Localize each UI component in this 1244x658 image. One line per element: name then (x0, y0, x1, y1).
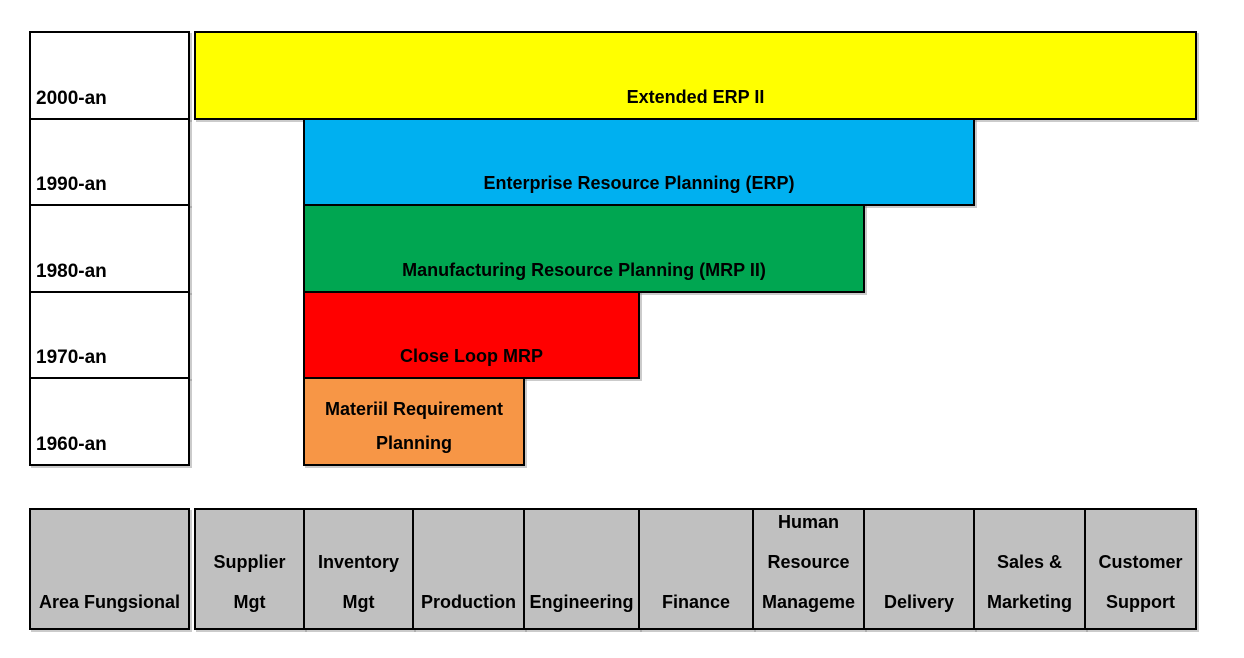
functional-area-header-label: Area Fungsional (38, 592, 181, 612)
decade-cell: 1990-an (29, 117, 190, 207)
decade-label: 1960-an (36, 433, 107, 455)
functional-area-label: Customer (1098, 552, 1183, 572)
functional-area-cell: Sales & Marketing (973, 508, 1086, 630)
functional-area-label: Supplier (213, 552, 286, 572)
decade-cell: 1980-an (29, 204, 190, 293)
decade-label: 1980-an (36, 260, 107, 282)
functional-area-label: Sales & (996, 552, 1063, 572)
functional-area-cell: Engineering (523, 508, 640, 630)
timeline-bar: Manufacturing Resource Planning (MRP II) (303, 204, 865, 293)
functional-area-label: Human (777, 512, 839, 532)
functional-area-label: Mgt (342, 592, 375, 612)
timeline-bar: Extended ERP II (194, 31, 1197, 120)
functional-area-cell: Delivery (863, 508, 975, 630)
functional-area-label: Support (1106, 592, 1175, 612)
decade-cell: 2000-an (29, 31, 190, 120)
functional-area-label: Resource (767, 552, 850, 572)
timeline-bar-label: Close Loop MRP (400, 346, 543, 367)
timeline-bar-label: Manufacturing Resource Planning (MRP II) (402, 259, 766, 280)
functional-area-cell: Production (412, 508, 525, 630)
decade-cell: 1970-an (29, 290, 190, 380)
functional-area-label: Engineering (529, 592, 634, 612)
timeline-bar-label: Enterprise Resource Planning (ERP) (483, 173, 795, 194)
timeline-bar: Close Loop MRP (303, 290, 640, 380)
functional-area-cell: Finance (638, 508, 754, 630)
functional-area-label: Mgt (233, 592, 266, 612)
timeline-bar-label: Materiil Requirement (324, 398, 504, 419)
functional-area-label: Manageme (761, 592, 856, 612)
decade-cell: 1960-an (29, 377, 190, 466)
functional-area-header-cell: Area Fungsional (29, 508, 190, 630)
functional-area-label: Delivery (883, 592, 955, 612)
functional-area-label: Inventory (317, 552, 400, 572)
decade-label: 2000-an (36, 87, 107, 109)
functional-area-label: Finance (661, 592, 731, 612)
timeline-bar-label: Extended ERP II (626, 86, 765, 107)
timeline-bar: Enterprise Resource Planning (ERP) (303, 117, 975, 207)
timeline-bar-label: Planning (376, 432, 452, 453)
functional-area-label: Marketing (986, 592, 1073, 612)
decade-label: 1970-an (36, 347, 107, 369)
decade-label: 1990-an (36, 174, 107, 196)
functional-area-label: Production (421, 592, 516, 612)
